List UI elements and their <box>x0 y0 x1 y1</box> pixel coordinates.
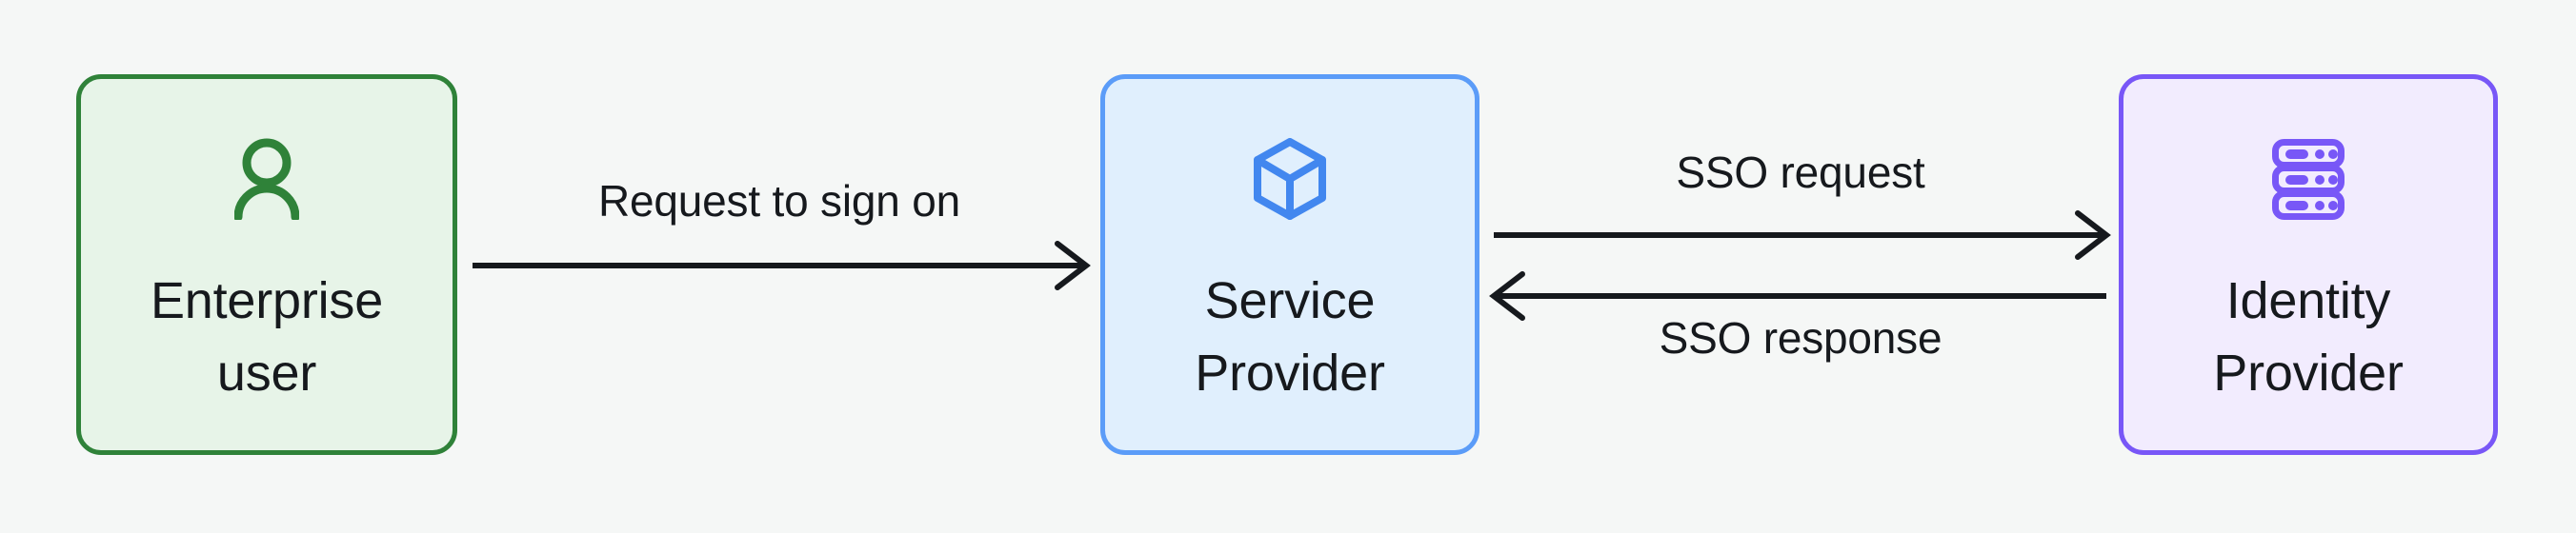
arrow-request-sign-on <box>473 241 1091 290</box>
arrow-sso-request <box>1494 210 2111 260</box>
edge-label-request-sign-on: Request to sign on <box>598 176 960 226</box>
server-icon <box>2270 138 2346 225</box>
edge-label-sso-response: SSO response <box>1659 313 1942 363</box>
cube-icon <box>1252 138 1328 225</box>
node-service-provider[interactable]: Service Provider <box>1100 74 1479 455</box>
node-label-identity-provider: Identity Provider <box>2213 272 2404 402</box>
node-identity-provider[interactable]: Identity Provider <box>2119 74 2498 455</box>
edge-label-sso-request: SSO request <box>1676 148 1925 197</box>
node-label-service-provider: Service Provider <box>1195 272 1385 402</box>
person-icon <box>233 138 300 225</box>
node-enterprise-user[interactable]: Enterprise user <box>76 74 457 455</box>
node-label-enterprise-user: Enterprise user <box>150 272 384 402</box>
